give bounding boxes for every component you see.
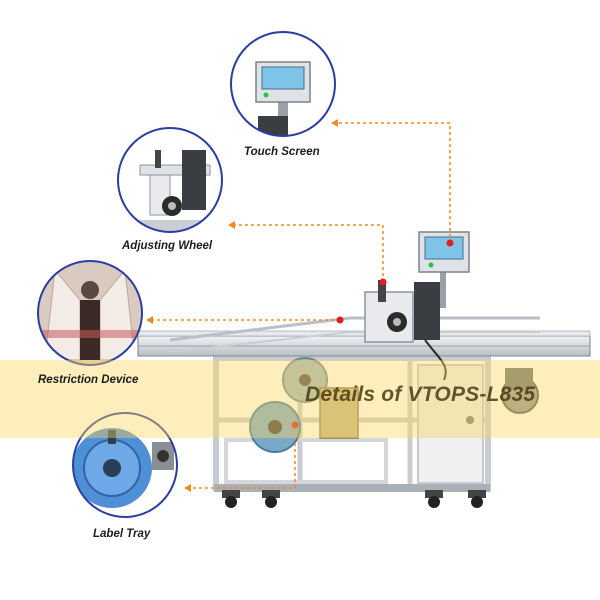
leader-label-tray [188,425,296,489]
label-adjusting-wheel: Adjusting Wheel [122,240,213,252]
leader-lines [150,122,451,489]
detail-circle-label-tray [72,412,178,518]
leader-arrowheads [146,119,338,492]
label-label-tray: Label Tray [93,528,151,540]
leader-adjusting-wheel [232,224,384,282]
highlight-banner [0,360,600,438]
caster-wheels [222,490,486,508]
labeling-machine [137,231,591,508]
callout-origin-dots [291,239,454,429]
label-touch-screen: Touch Screen [244,146,320,158]
label-restriction-device: Restriction Device [38,374,139,386]
detail-circle-touch-screen [230,31,336,137]
detail-circle-adjusting-wheel [117,127,223,233]
banner-title: Details of VTOPS-L835 [305,383,536,406]
detail-circle-restriction-device [37,260,143,366]
leader-touch-screen [335,122,451,243]
